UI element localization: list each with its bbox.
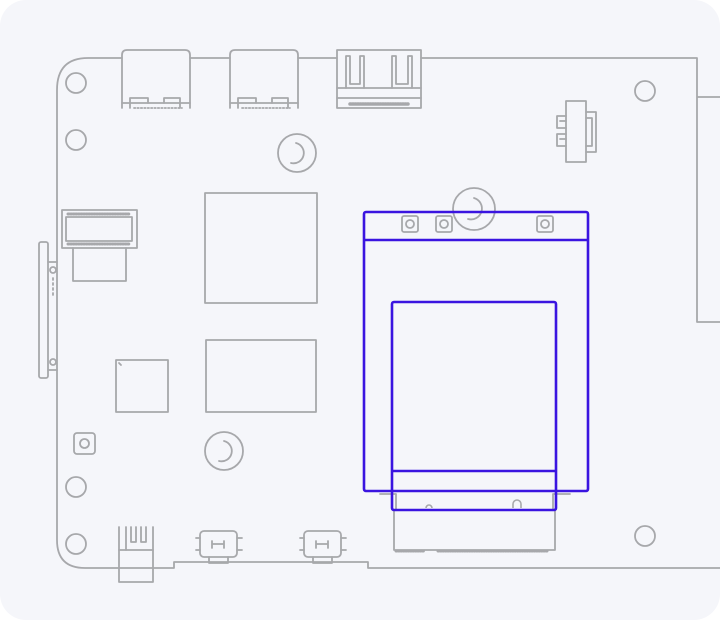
usb-port-1 <box>121 49 191 109</box>
module-outline <box>362 210 590 493</box>
pcb-outline <box>56 57 720 569</box>
mounting-hole-bottom-left <box>65 533 87 555</box>
edge-connector-slot <box>379 493 571 553</box>
module-screw-3 <box>536 215 554 233</box>
chip-processor <box>204 192 318 304</box>
power-connector <box>118 526 154 583</box>
bottom-switch-1 <box>195 530 243 564</box>
round-component-top <box>277 133 317 173</box>
chip-memory <box>205 339 317 413</box>
ribbon-connector <box>61 209 138 282</box>
board-outline-layer <box>38 49 720 583</box>
round-component-bottom <box>204 431 244 471</box>
mounting-hole-bottom-right <box>634 525 656 547</box>
mounting-hole-left-lower <box>65 476 87 498</box>
bottom-switch-2 <box>299 530 347 564</box>
module-inner-board <box>390 300 558 512</box>
module-notches <box>425 499 522 509</box>
left-edge-connector <box>38 241 58 379</box>
mounting-hole-top-left <box>65 72 87 94</box>
mounting-hole-left-upper <box>65 129 87 151</box>
usb-port-2 <box>229 49 299 109</box>
hdmi-connector <box>336 49 422 109</box>
side-connector <box>556 100 597 163</box>
highlighted-module <box>362 210 590 512</box>
small-button <box>73 432 96 455</box>
module-screw-1 <box>401 215 419 233</box>
module-screw-2 <box>435 215 453 233</box>
mounting-hole-top-right <box>634 80 656 102</box>
chip-small <box>115 359 169 413</box>
